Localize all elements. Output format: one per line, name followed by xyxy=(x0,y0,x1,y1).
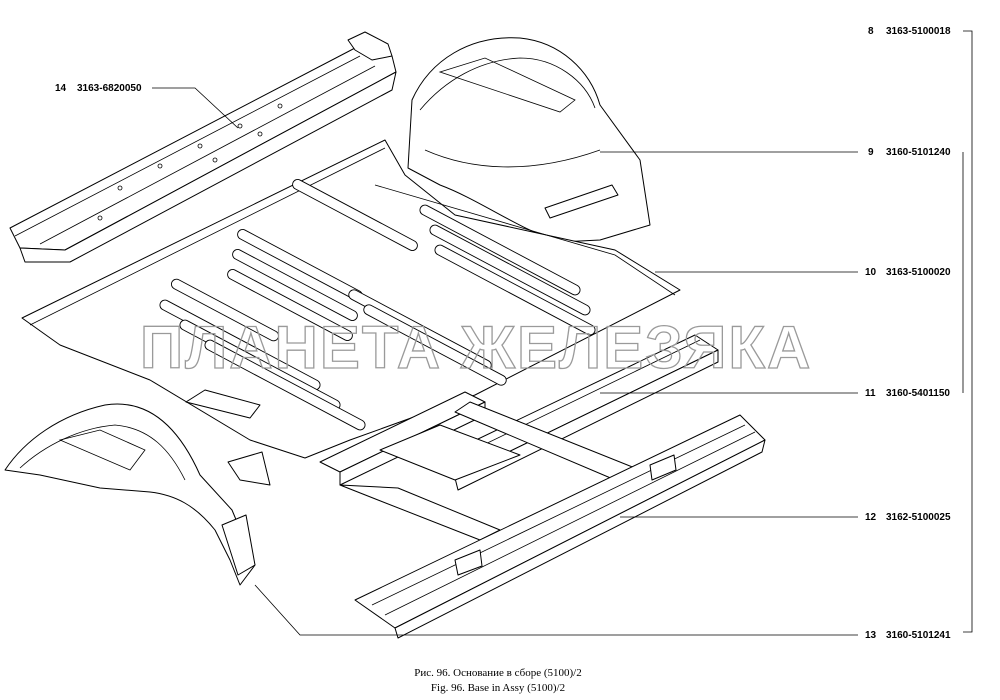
callout-number: 14 xyxy=(55,83,67,94)
callout-13: 13 3160-5101241 xyxy=(865,630,951,641)
caption-en: Fig. 96. Base in Assy (5100)/2 xyxy=(431,682,565,694)
sill-part-12 xyxy=(354,414,766,639)
callout-part-number: 3160-5401150 xyxy=(886,388,950,399)
callout-part-number: 3163-6820050 xyxy=(77,83,142,94)
frame xyxy=(185,389,641,541)
callout-number: 8 xyxy=(868,26,874,37)
callout-11: 11 3160-5401150 xyxy=(865,388,950,399)
callout-part-number: 3160-5101241 xyxy=(886,630,951,641)
floor-ribs xyxy=(159,179,596,431)
leader-lines xyxy=(152,30,973,636)
callout-number: 13 xyxy=(865,630,877,641)
wheel-arch-part-13 xyxy=(4,403,256,586)
rail-part-14 xyxy=(9,31,397,263)
callout-part-number: 3162-5100025 xyxy=(886,512,951,523)
watermark: ПЛАНЕТА ЖЕЛЕЗЯКА xyxy=(140,314,812,381)
callout-number: 9 xyxy=(868,147,874,158)
callout-part-number: 3163-5100020 xyxy=(886,267,951,278)
wheel-arch-part-9 xyxy=(407,37,651,243)
callout-number: 10 xyxy=(865,267,877,278)
caption-ru: Рис. 96. Основание в сборе (5100)/2 xyxy=(414,667,582,679)
callout-number: 11 xyxy=(865,388,876,399)
callout-10: 10 3163-5100020 xyxy=(865,267,951,278)
callout-8: 8 3163-5100018 xyxy=(868,26,951,37)
callout-9: 9 3160-5101240 xyxy=(868,147,951,158)
callout-part-number: 3163-5100018 xyxy=(886,26,951,37)
floor-panel-part-10 xyxy=(21,139,681,459)
callout-12: 12 3162-5100025 xyxy=(865,512,951,523)
callout-part-number: 3160-5101240 xyxy=(886,147,951,158)
callout-14: 14 3163-6820050 xyxy=(55,83,142,94)
callout-number: 12 xyxy=(865,512,877,523)
